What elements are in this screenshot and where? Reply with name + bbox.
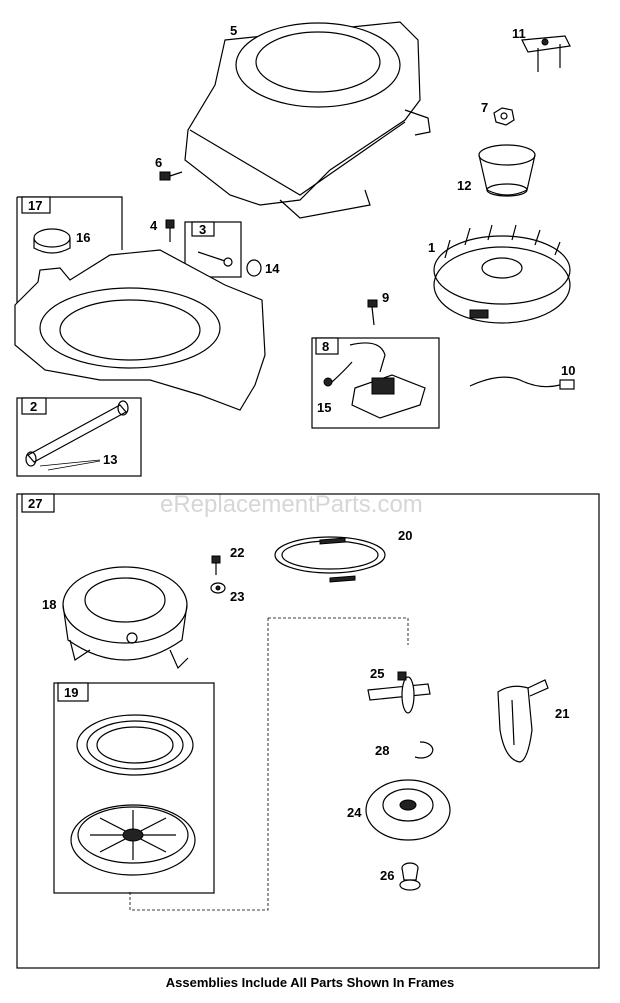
callout-19: 19 — [64, 685, 78, 700]
callout-5: 5 — [230, 23, 237, 38]
frame-8-label-box — [315, 337, 339, 355]
callout-4: 4 — [150, 218, 158, 233]
callout-13: 13 — [103, 452, 117, 467]
stud-part-3 — [197, 251, 233, 267]
callout-16: 16 — [76, 230, 90, 245]
leader-13 — [39, 459, 101, 471]
recoil-spring-part — [274, 536, 386, 583]
frame-19-label-box — [57, 682, 89, 702]
fuel-cap-part — [33, 228, 71, 254]
callout-2: 2 — [30, 399, 37, 414]
terminal-bracket-part — [521, 35, 571, 72]
retaining-ring-part — [414, 741, 434, 759]
callout-24: 24 — [347, 805, 362, 820]
frame-2 — [16, 397, 142, 477]
callout-25: 25 — [370, 666, 384, 681]
retainer-part — [365, 779, 451, 841]
callout-22: 22 — [230, 545, 244, 560]
frame-19 — [53, 682, 215, 894]
starter-cup-part — [478, 144, 536, 197]
callout-26: 26 — [380, 868, 394, 883]
frame-17-label-box — [21, 196, 51, 214]
starter-handle-part — [497, 679, 549, 763]
frame-8 — [311, 337, 440, 429]
frame-2-label-box — [21, 397, 47, 415]
link-line-bottom — [129, 618, 269, 911]
callout-6: 6 — [155, 155, 162, 170]
callout-27: 27 — [28, 496, 42, 511]
callout-3: 3 — [199, 222, 206, 237]
footer-note: Assemblies Include All Parts Shown In Fr… — [165, 975, 455, 990]
screw-part-22 — [211, 555, 221, 575]
frame-27 — [16, 493, 600, 969]
callout-14: 14 — [265, 261, 280, 276]
callout-1: 1 — [428, 240, 435, 255]
callout-8: 8 — [322, 339, 329, 354]
callout-10: 10 — [561, 363, 575, 378]
link-line-top — [268, 617, 409, 645]
fuel-line-part — [25, 400, 129, 467]
callout-17: 17 — [28, 198, 42, 213]
frame-17 — [17, 196, 123, 250]
callout-9: 9 — [382, 290, 389, 305]
ground-wire-part — [469, 376, 575, 390]
callout-18: 18 — [42, 597, 56, 612]
watermark: eReplacementParts.com — [160, 491, 423, 518]
ignition-armature-part — [323, 342, 426, 419]
callout-11: 11 — [512, 26, 526, 41]
callout-7: 7 — [481, 100, 488, 115]
washer-part-23 — [210, 582, 226, 594]
spacer-part-14 — [246, 259, 262, 277]
screw-part-6 — [159, 171, 183, 181]
pulley-spring-part — [76, 714, 194, 776]
callout-20: 20 — [398, 528, 412, 543]
callout-15: 15 — [317, 400, 331, 415]
callout-21: 21 — [555, 706, 569, 721]
frame-3-label-box — [191, 221, 215, 237]
nut-part-7 — [493, 107, 515, 126]
bolt-part-4 — [165, 219, 175, 242]
flywheel-part — [433, 224, 571, 324]
callout-23: 23 — [230, 589, 244, 604]
fuel-tank-part — [14, 249, 266, 411]
starter-pulley-part — [70, 804, 196, 876]
frame-27-label-box — [21, 493, 55, 513]
starter-dog-part — [367, 671, 431, 714]
callout-28: 28 — [375, 743, 389, 758]
callout-12: 12 — [457, 178, 471, 193]
blower-housing-part — [184, 21, 431, 219]
screw-part-9 — [367, 299, 378, 326]
screw-part-26 — [399, 862, 421, 891]
starter-housing-part — [62, 566, 189, 670]
